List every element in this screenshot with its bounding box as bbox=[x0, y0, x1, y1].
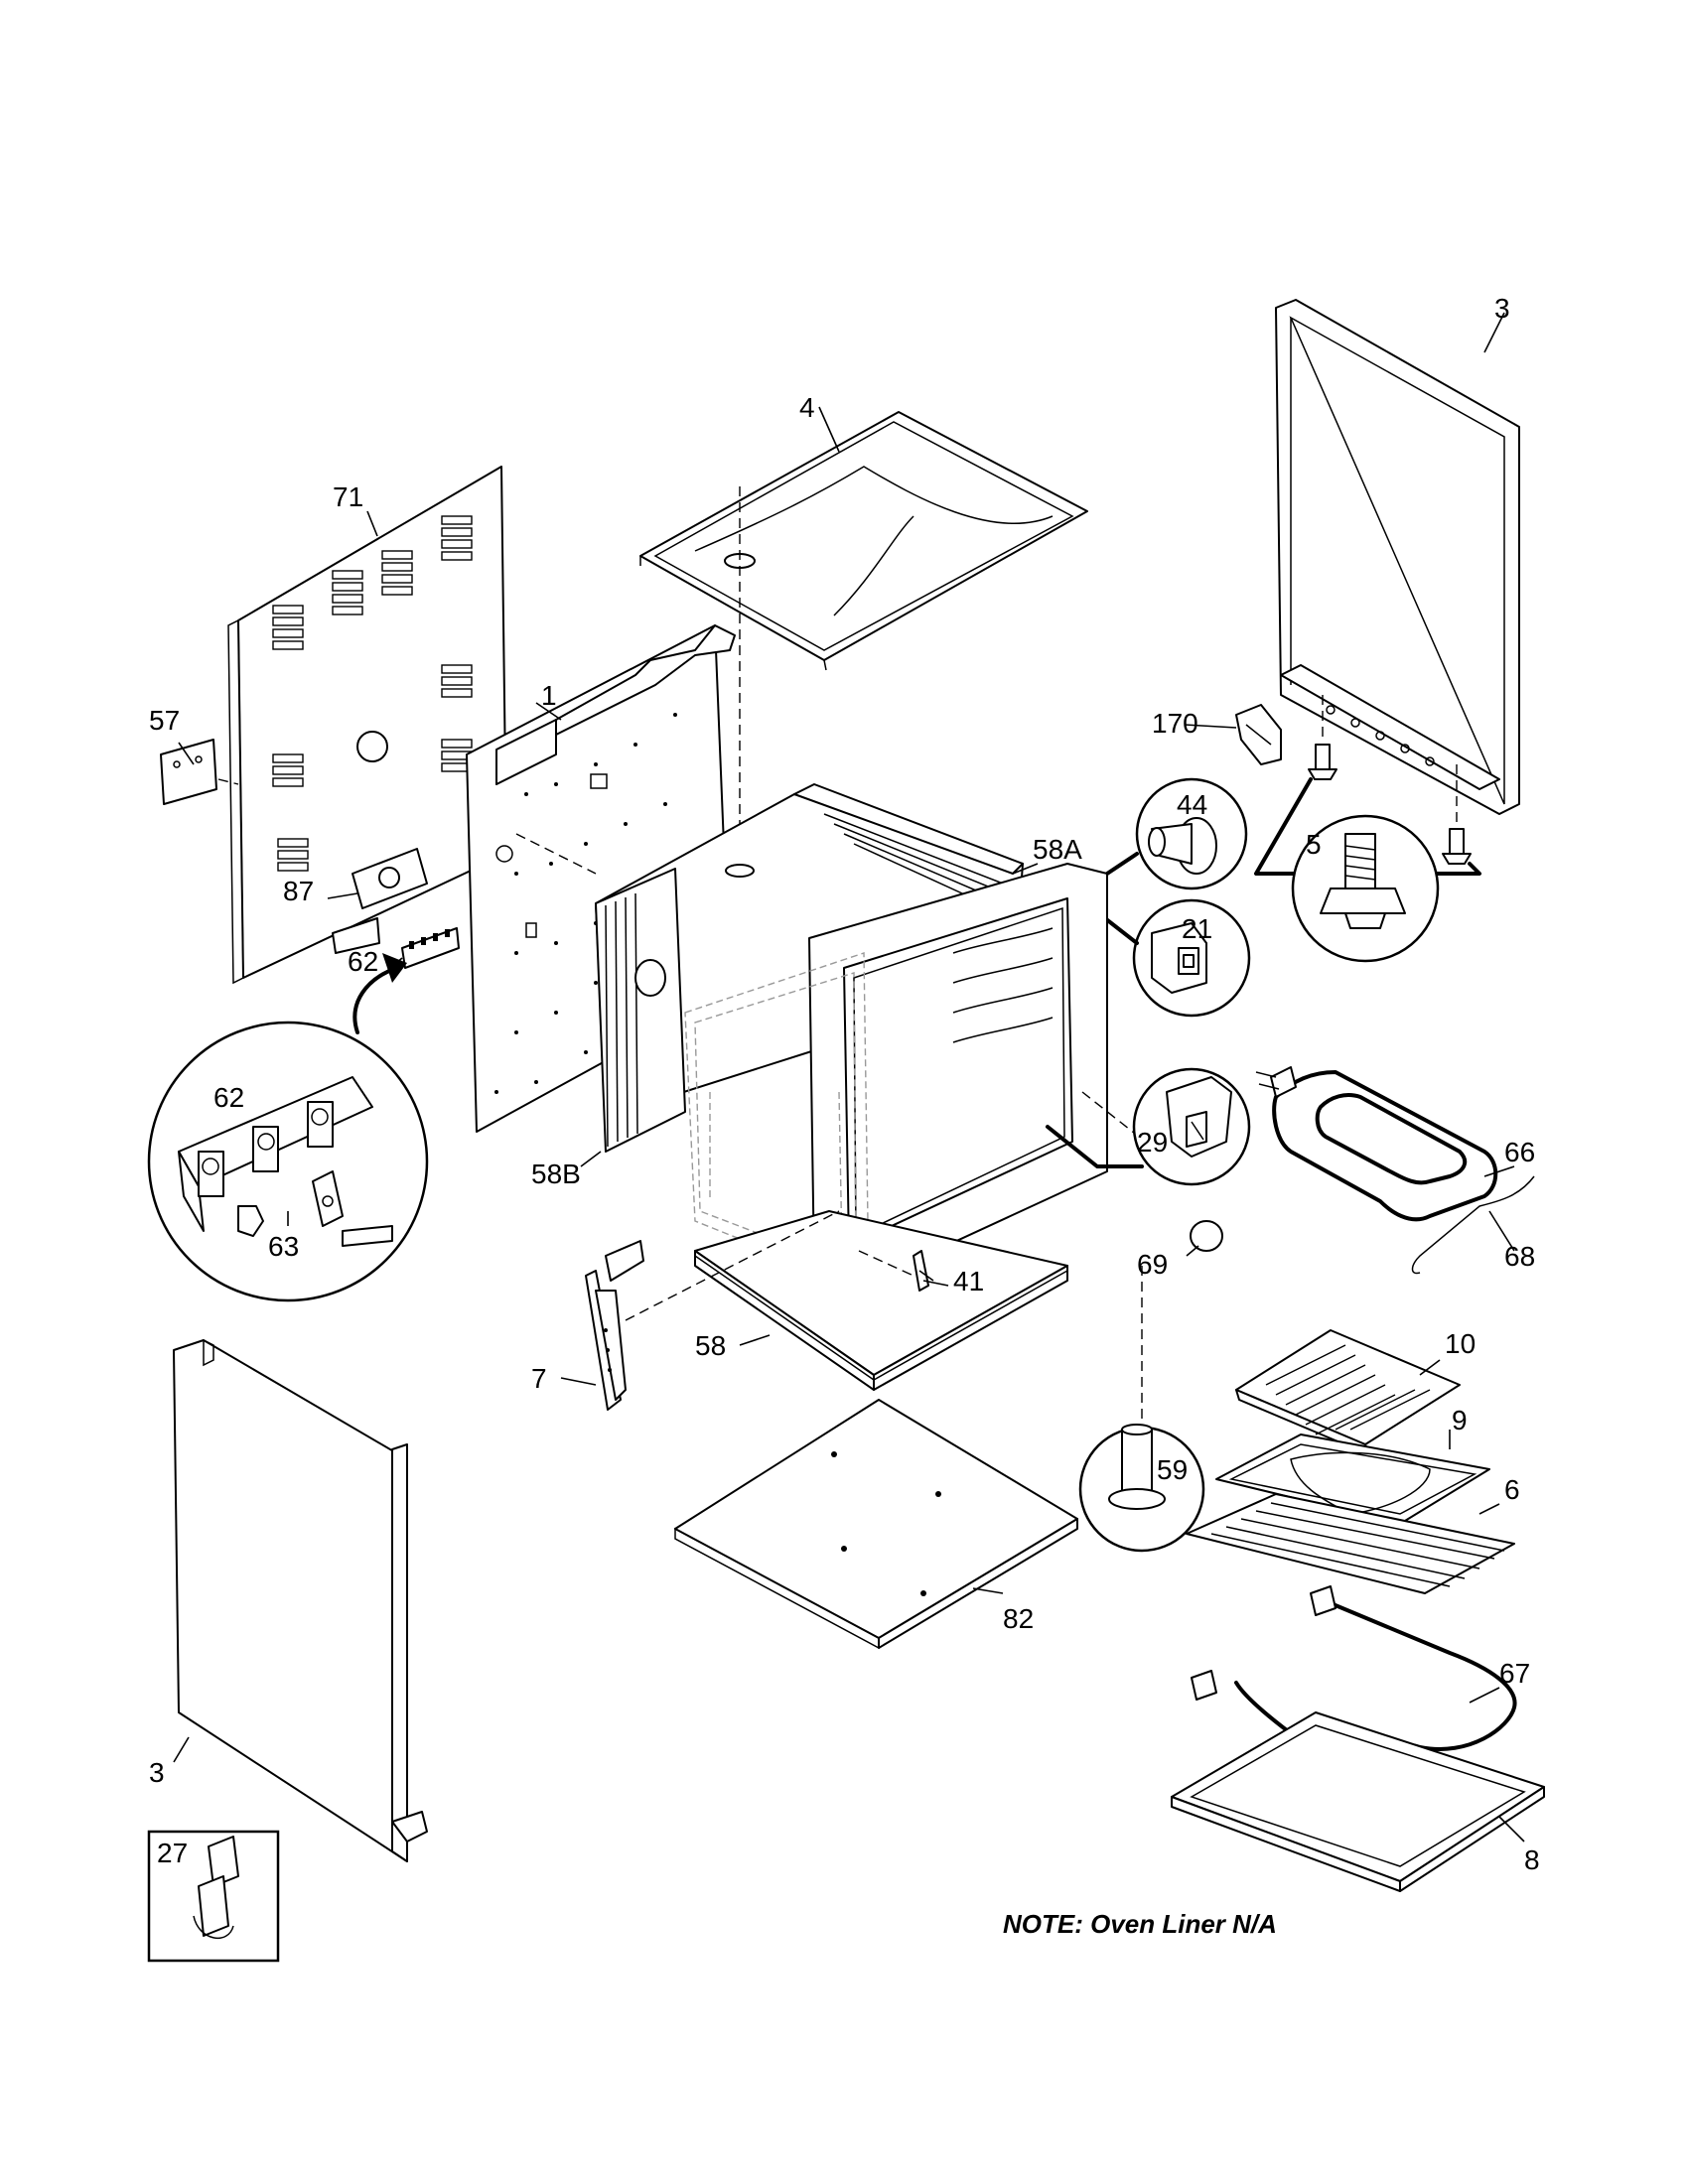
label-170: 170 bbox=[1152, 708, 1198, 739]
label-3-left: 3 bbox=[149, 1757, 165, 1788]
label-66: 66 bbox=[1504, 1137, 1535, 1167]
label-10: 10 bbox=[1445, 1328, 1476, 1359]
part-58b-insulation-side bbox=[595, 868, 686, 1153]
label-58: 58 bbox=[695, 1330, 726, 1361]
detail-circle-29-rack-support bbox=[1132, 1067, 1251, 1186]
label-3-right: 3 bbox=[1494, 293, 1510, 324]
label-29: 29 bbox=[1137, 1127, 1168, 1158]
leader-lines bbox=[173, 312, 1525, 1843]
part-3-right-side-panel bbox=[1275, 299, 1520, 815]
inset-27-clip bbox=[147, 1830, 280, 1963]
label-62: 62 bbox=[348, 946, 378, 977]
detail-circle-44-knob bbox=[1135, 777, 1248, 890]
part-69-cap bbox=[1190, 1220, 1223, 1252]
label-27: 27 bbox=[157, 1838, 188, 1868]
part-71-rear-panel bbox=[227, 466, 507, 985]
label-21: 21 bbox=[1182, 913, 1212, 944]
label-44: 44 bbox=[1177, 789, 1207, 820]
part-68-rod bbox=[1411, 1175, 1535, 1275]
part-3-left-side-panel bbox=[173, 1338, 428, 1862]
label-9: 9 bbox=[1452, 1405, 1468, 1435]
part-57-bracket bbox=[160, 739, 217, 805]
part-82-drawer-bottom bbox=[674, 1399, 1078, 1650]
label-68: 68 bbox=[1504, 1241, 1535, 1272]
label-7: 7 bbox=[531, 1363, 547, 1394]
label-6: 6 bbox=[1504, 1474, 1520, 1505]
part-10-broil-pan-insert bbox=[1235, 1329, 1461, 1455]
label-41: 41 bbox=[953, 1266, 984, 1297]
leveling-leg-front bbox=[1308, 744, 1337, 780]
label-63: 63 bbox=[268, 1231, 299, 1262]
label-69: 69 bbox=[1137, 1249, 1168, 1280]
detail-circle-59-pilot bbox=[1078, 1424, 1205, 1553]
label-67: 67 bbox=[1499, 1658, 1530, 1689]
note-text: NOTE: Oven Liner N/A bbox=[1003, 1909, 1277, 1939]
label-57: 57 bbox=[149, 705, 180, 736]
detail-circle-21-latch bbox=[1132, 898, 1251, 1018]
label-5: 5 bbox=[1306, 829, 1322, 860]
oven-cavity-front bbox=[808, 863, 1108, 1310]
label-58a: 58A bbox=[1033, 834, 1082, 865]
part-66-broil-element bbox=[1255, 1066, 1498, 1222]
detail-circle-62-terminal-block bbox=[147, 1021, 429, 1302]
part-7-door-hinge bbox=[585, 1240, 644, 1411]
part-8-bake-tray bbox=[1171, 1711, 1545, 1892]
label-4: 4 bbox=[799, 392, 815, 423]
label-82: 82 bbox=[1003, 1603, 1034, 1634]
label-71: 71 bbox=[333, 481, 363, 512]
label-58b: 58B bbox=[531, 1159, 581, 1189]
part-58-bottom-insulation bbox=[694, 1210, 1068, 1391]
part-labels: 71 57 1 87 62 4 3 170 44 5 58A 21 58B 62… bbox=[149, 293, 1540, 1875]
leveling-leg-rear bbox=[1442, 828, 1472, 865]
label-8: 8 bbox=[1524, 1844, 1540, 1875]
part-170-bracket bbox=[1235, 704, 1282, 765]
label-59: 59 bbox=[1157, 1454, 1188, 1485]
part-6-oven-rack bbox=[1186, 1493, 1515, 1594]
label-1: 1 bbox=[541, 680, 557, 711]
label-62-detail: 62 bbox=[213, 1082, 244, 1113]
label-87: 87 bbox=[283, 876, 314, 906]
detail-circle-5-leveling-leg bbox=[1291, 814, 1440, 963]
part-62-terminal-block bbox=[401, 927, 460, 969]
